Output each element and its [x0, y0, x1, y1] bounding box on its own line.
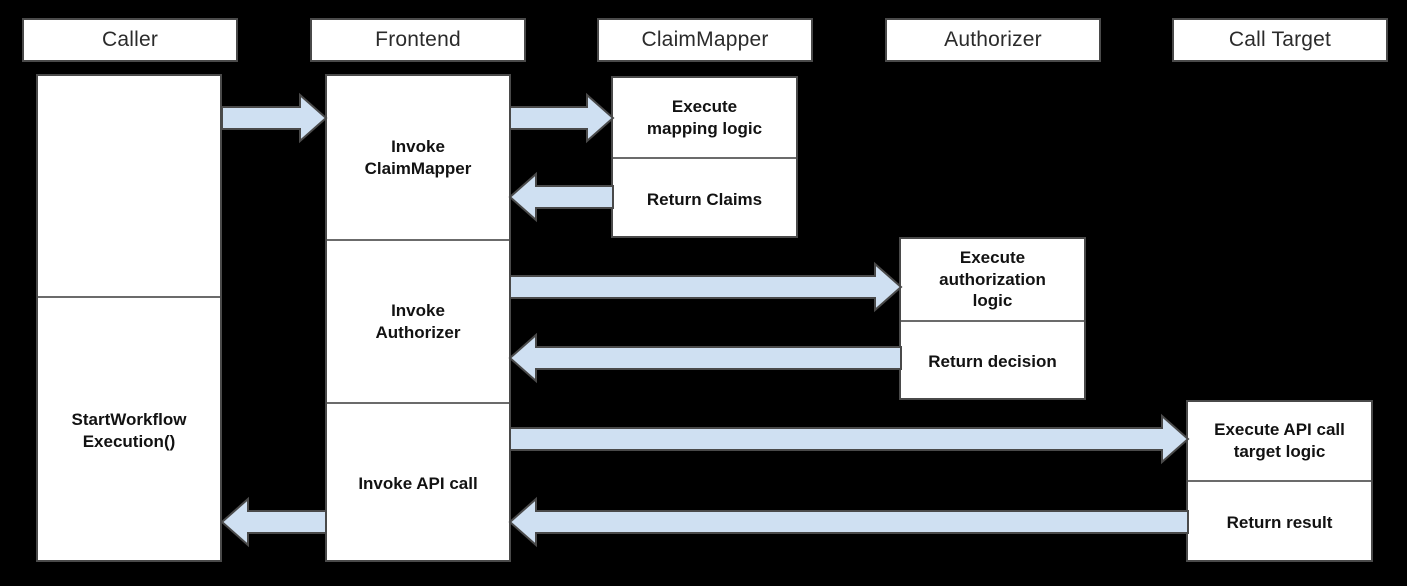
- message-arrow-msg-frontend-to-authorizer: [510, 264, 901, 310]
- lifeline-header-frontend: Frontend: [310, 18, 526, 62]
- activation-segment-frontend-seg-3: Invoke API call: [327, 402, 509, 564]
- message-arrow-msg-caller-to-frontend: [222, 95, 326, 141]
- activation-segment-authorizer-seg-2: Return decision: [901, 320, 1084, 402]
- message-arrow-msg-calltarget-to-frontend: [510, 499, 1188, 545]
- message-arrow-msg-frontend-to-calltarget: [510, 416, 1188, 462]
- lifeline-header-claimmapper: ClaimMapper: [597, 18, 813, 62]
- message-arrow-msg-frontend-to-caller: [222, 499, 326, 545]
- lifeline-header-calltarget: Call Target: [1172, 18, 1388, 62]
- activation-segment-caller-seg-1: [38, 76, 220, 296]
- lifeline-header-authorizer: Authorizer: [885, 18, 1101, 62]
- message-arrow-msg-frontend-to-claimmapper: [510, 95, 613, 141]
- activation-segment-calltarget-seg-2: Return result: [1188, 480, 1371, 564]
- lifeline-header-caller: Caller: [22, 18, 238, 62]
- activation-segment-claimmapper-seg-2: Return Claims: [613, 157, 796, 240]
- message-arrow-msg-claimmapper-to-frontend: [510, 174, 613, 220]
- message-arrow-msg-authorizer-to-frontend: [510, 335, 901, 381]
